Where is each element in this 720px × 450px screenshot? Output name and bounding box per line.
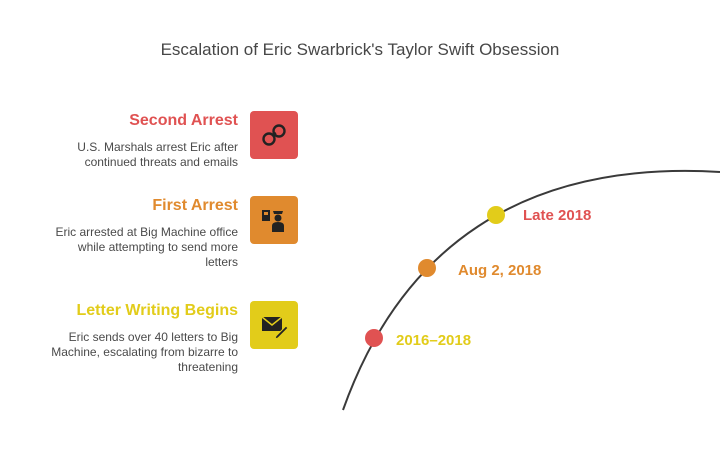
- event-heading: Letter Writing Begins: [76, 302, 239, 319]
- event-letter-writing-begins: Letter Writing Begins Eric sends over 40…: [51, 301, 238, 375]
- envelope-pen-icon: [250, 301, 298, 349]
- timeline-dot-late-2018: [487, 206, 505, 224]
- timeline-label-2016-2018: 2016–2018: [396, 332, 472, 349]
- event-second-arrest: Second Arrest U.S. Marshals arrest Eric …: [77, 111, 238, 170]
- handcuffs-icon: [250, 111, 298, 159]
- timeline-label-late-2018: Late 2018: [523, 207, 592, 224]
- police-officer-icon: [250, 196, 298, 244]
- event-heading: Second Arrest: [129, 112, 238, 129]
- event-description: U.S. Marshals arrest Eric after continue…: [77, 140, 238, 169]
- event-description: Eric arrested at Big Machine office whil…: [55, 225, 238, 269]
- event-heading: First Arrest: [152, 197, 238, 214]
- event-description: Eric sends over 40 letters to Big Machin…: [51, 330, 238, 374]
- diagram-title: Escalation of Eric Swarbrick's Taylor Sw…: [160, 40, 560, 59]
- event-first-arrest: First Arrest Eric arrested at Big Machin…: [55, 196, 238, 270]
- timeline-dot-2016-2018: [365, 329, 383, 347]
- timeline-dot-aug-2-2018: [418, 259, 436, 277]
- timeline-label-aug-2-2018: Aug 2, 2018: [458, 262, 542, 279]
